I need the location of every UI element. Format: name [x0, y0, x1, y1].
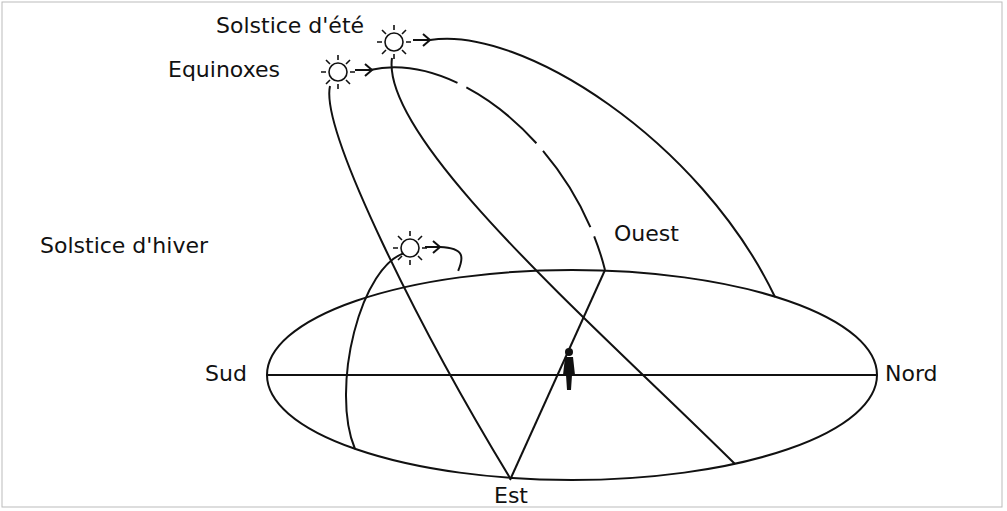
winter-path-back: [440, 247, 462, 278]
summer-path-back: [430, 39, 775, 297]
sun-symbol: [393, 231, 427, 265]
sun-symbols: [321, 25, 427, 265]
direction-arrow: [413, 34, 430, 46]
direction-label: Est: [494, 484, 528, 508]
sun-symbol: [377, 25, 411, 59]
direction-arrow: [355, 64, 372, 76]
horizon-ellipse: [267, 270, 877, 480]
direction-label: Nord: [885, 362, 938, 386]
equinox-path: [329, 86, 510, 478]
season-label: Equinoxes: [168, 58, 280, 82]
sun-symbol: [321, 55, 355, 89]
season-label: Solstice d'été: [216, 14, 364, 38]
equinox-path-back: [370, 67, 605, 270]
direction-label: Ouest: [614, 222, 679, 246]
season-label: Solstice d'hiver: [40, 234, 208, 258]
summer-path: [392, 58, 735, 464]
direction-label: Sud: [205, 362, 247, 386]
east-west-line: [510, 270, 605, 480]
direction-arrow: [425, 241, 440, 253]
observer-figure: [563, 348, 575, 390]
winter-path: [346, 252, 408, 449]
